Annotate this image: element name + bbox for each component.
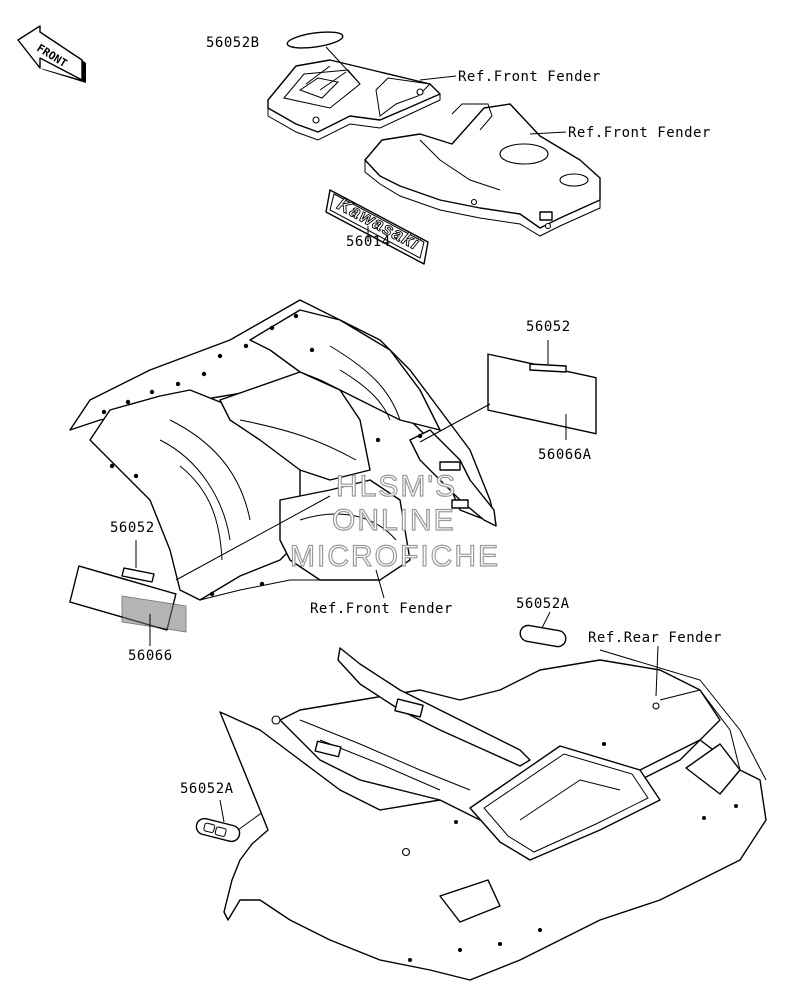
label-ref-rear-fender: Ref.Rear Fender <box>588 630 722 646</box>
reference-leaders <box>375 75 659 697</box>
watermark-line-2: ONLINE <box>332 504 456 537</box>
label-56052a-left: 56052A <box>180 781 234 797</box>
label-56052a-top: 56052A <box>516 596 570 612</box>
label-56052b: 56052B <box>206 35 260 51</box>
label-56052-right: 56052 <box>526 319 571 335</box>
front-direction-arrow-icon: FRONT <box>17 25 86 83</box>
label-56052-left: 56052 <box>110 520 155 536</box>
rear-fender-assembly <box>219 647 767 981</box>
front-fender-large-assembly <box>69 299 497 601</box>
label-56066a: 56066A <box>538 447 592 463</box>
label-ref-front-fender-3: Ref.Front Fender <box>310 601 453 617</box>
watermark-line-1: HLSM'S <box>336 470 457 503</box>
front-fender-main-panel <box>364 103 601 237</box>
label-ref-front-fender-1: Ref.Front Fender <box>458 69 601 85</box>
front-fender-upper-panel <box>267 46 441 141</box>
label-56014: 56014 <box>346 234 391 250</box>
watermark-line-3: MICROFICHE <box>290 540 500 573</box>
decal-56066 <box>69 495 331 646</box>
emblem-56052b <box>286 31 344 49</box>
decal-56066a <box>419 340 597 443</box>
label-56066: 56066 <box>128 648 173 664</box>
watermark: HLSM'S ONLINE MICROFICHE <box>289 469 500 573</box>
label-ref-front-fender-2: Ref.Front Fender <box>568 125 711 141</box>
emblem-56052a-top <box>519 611 567 648</box>
kawasaki-decal-56014: Kawasaki <box>325 189 429 265</box>
